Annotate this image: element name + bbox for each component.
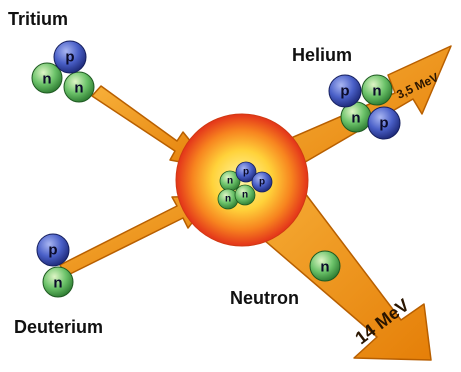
- core-neutron-3-label: n: [242, 190, 248, 201]
- deuterium-label: Deuterium: [14, 317, 103, 337]
- tritium-nucleus: n n p: [32, 41, 94, 102]
- tritium-neutron-2-label: n: [74, 80, 83, 97]
- helium-neutron-1-label: n: [372, 83, 381, 100]
- free-neutron-label: n: [320, 259, 329, 276]
- helium-proton-1-label: p: [340, 83, 349, 100]
- helium-proton-2-label: p: [379, 115, 388, 132]
- tritium-neutron-1-label: n: [42, 71, 51, 88]
- free-neutron: n: [310, 251, 340, 281]
- deuterium-proton-label: p: [48, 242, 57, 259]
- helium-label: Helium: [292, 45, 352, 65]
- tritium-label: Tritium: [8, 9, 68, 29]
- core-neutron-2-label: n: [225, 194, 231, 205]
- tritium-proton-label: p: [65, 49, 74, 66]
- neutron-label: Neutron: [230, 288, 299, 308]
- core-neutron-1-label: n: [227, 176, 233, 187]
- core-proton-2-label: p: [259, 177, 265, 188]
- deuterium-neutron-label: n: [53, 275, 62, 292]
- core-proton-1-label: p: [243, 167, 249, 178]
- helium-neutron-2-label: n: [351, 110, 360, 127]
